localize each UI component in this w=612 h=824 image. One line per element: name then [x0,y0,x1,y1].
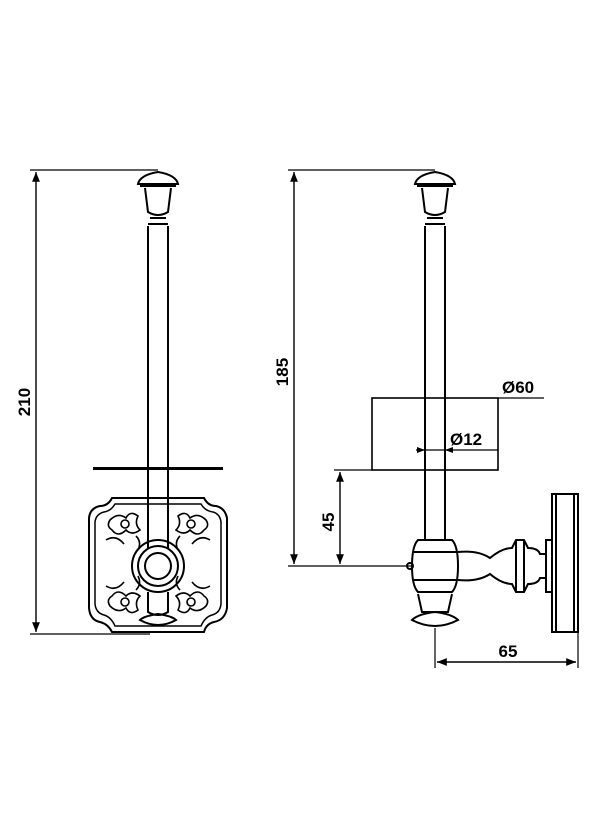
front-roll-plate [93,467,223,470]
dimension-185: 185 [273,169,435,567]
dimension-diameter-60: Ø60 [498,378,544,399]
front-boss [131,539,185,626]
side-view [371,170,579,633]
side-knuckle [406,539,460,627]
dim-label-185: 185 [273,358,292,386]
front-rod [147,226,169,548]
front-back-plate [88,497,228,633]
ornament-top-left [105,512,142,551]
dimension-65: 65 [434,628,579,668]
dimension-45: 45 [319,469,372,564]
side-wall-plate [545,493,579,633]
front-view [88,170,228,633]
front-rod-finial [136,170,180,225]
side-arm [457,539,547,593]
dim-label-diameter-12: Ø12 [450,430,482,449]
front-ornaments [105,512,211,614]
dim-label-45: 45 [319,513,338,532]
dim-label-210: 210 [15,388,34,416]
ornament-top-right [174,512,211,551]
dimension-diameter-12: Ø12 [416,430,498,453]
ornament-bottom-left [105,575,142,614]
side-paper-roll [371,397,499,471]
dim-label-65: 65 [499,642,518,661]
dim-label-diameter-60: Ø60 [502,378,534,397]
ornament-bottom-right [174,575,211,614]
dimension-210: 210 [15,169,158,635]
side-rod [424,226,446,540]
side-rod-finial [413,170,457,225]
